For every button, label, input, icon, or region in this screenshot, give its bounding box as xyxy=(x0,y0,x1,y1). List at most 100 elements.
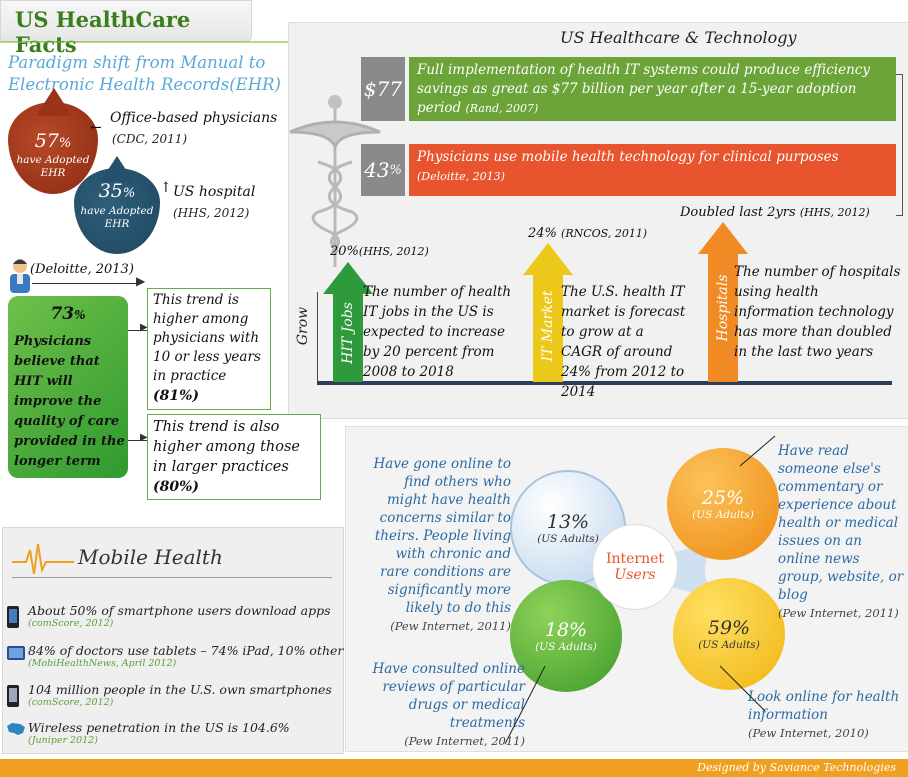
physicians-pct-sign: % xyxy=(58,136,72,151)
footer-bar: Designed by Saviance Technologies xyxy=(0,759,908,777)
mobile-item-source: (Juniper 2012) xyxy=(28,735,98,746)
note2-connector xyxy=(128,440,148,441)
mobile-item-text: 104 million people in the U.S. own smart… xyxy=(28,682,332,697)
note2-box: This trend is also higher among those in… xyxy=(147,414,321,500)
internet-text-25-body: Have read someone else's commentary or e… xyxy=(778,443,904,603)
hospitals-bar xyxy=(708,252,738,382)
phone-icon xyxy=(7,685,19,707)
hit-jobs-bar xyxy=(333,292,363,382)
footer-credit: Designed by Saviance Technologies xyxy=(697,761,896,774)
grow-axis xyxy=(317,292,318,382)
it-market-label: IT Market xyxy=(540,290,556,362)
internet-text-13-source: (Pew Internet, 2011) xyxy=(390,619,511,633)
doctor-icon xyxy=(10,259,30,293)
hospitals-pct-value: Doubled last 2yrs xyxy=(680,205,796,220)
mobile-item-source: (MobiHealthNews, April 2012) xyxy=(28,658,177,669)
hit-jobs-desc: The number of health IT jobs in the US i… xyxy=(363,284,512,380)
hospital-label: US hospital xyxy=(173,184,256,200)
hit-jobs-arrow-head xyxy=(323,262,373,294)
stat-body-mobile: Physicians use mobile health technology … xyxy=(409,144,896,196)
internet-text-18: Have consulted online reviews of particu… xyxy=(355,660,525,750)
circle-18: 18% (US Adults) xyxy=(510,580,622,692)
mobile-item-wireless: Wireless penetration in the US is 104.6%… xyxy=(7,720,290,746)
hospitals-arrow-head xyxy=(698,222,748,254)
stat-body-savings: Full implementation of health IT systems… xyxy=(409,57,896,121)
internet-text-59: Look online for health information (Pew … xyxy=(748,688,900,742)
hit-jobs-pct-value: 20% xyxy=(330,244,359,259)
mobile-item-text: 84% of doctors use tablets – 74% iPad, 1… xyxy=(28,643,344,658)
mobile-item-apps: About 50% of smartphone users download a… xyxy=(7,603,331,629)
internet-text-59-source: (Pew Internet, 2010) xyxy=(748,726,869,740)
circle-13-sub: (US Adults) xyxy=(537,533,599,545)
mobile-item-source: (comScore, 2012) xyxy=(28,697,114,708)
hospital-drop xyxy=(74,168,160,254)
stat-value-mobile: 43% xyxy=(361,144,405,196)
page-title: US HealthCare Facts xyxy=(15,7,191,57)
mobile-heading: Mobile Health xyxy=(78,545,223,569)
internet-text-13: Have gone online to find others who migh… xyxy=(363,455,511,635)
map-icon xyxy=(7,723,25,735)
it-market-source: (RNCOS, 2011) xyxy=(561,227,648,240)
physicians-sub: have Adopted EHR xyxy=(16,154,90,179)
up-arrow-icon: ↑ xyxy=(160,180,172,196)
circle-25-pct: 25% xyxy=(701,487,745,509)
mobile-health-panel xyxy=(2,527,344,754)
hospitals-label: Hospitals xyxy=(715,274,731,342)
hospitals-desc: The number of hospitals using health inf… xyxy=(734,264,901,360)
grow-label: Grow xyxy=(295,306,312,346)
hospitals-source: (HHS, 2012) xyxy=(799,206,870,219)
hospital-pct: 35% xyxy=(74,180,160,202)
physicians-drop-tip xyxy=(36,88,72,116)
deloitte-arrow-icon: ▶ xyxy=(136,274,146,288)
physicians-pct: 57% xyxy=(8,130,98,152)
stat-source-mobile: (Deloitte, 2013) xyxy=(417,170,505,183)
it-market-desc: The U.S. health IT market is forecast to… xyxy=(561,284,686,400)
circle-59-sub: (US Adults) xyxy=(698,639,760,651)
internet-text-59-body: Look online for health information xyxy=(748,689,900,723)
deloitte-source: (Deloitte, 2013) xyxy=(30,262,134,277)
it-market-pct-value: 24% xyxy=(528,226,557,241)
circle-25: 25% (US Adults) xyxy=(667,448,779,560)
note2-pct: (80%) xyxy=(153,479,200,495)
note1-connector xyxy=(128,330,148,331)
note1-text: This trend is higher among physicians wi… xyxy=(153,292,261,384)
hospital-pct-sign: % xyxy=(122,186,136,201)
hospital-sub: have Adopted EHR xyxy=(80,205,154,230)
heartbeat-icon xyxy=(12,543,74,575)
stat-value-mobile-sign: % xyxy=(389,162,402,178)
hit-belief-pct-sign: % xyxy=(74,308,86,322)
stat-source-savings: (Rand, 2007) xyxy=(465,102,539,115)
physicians-source: (CDC, 2011) xyxy=(112,132,188,146)
center-label-line1: Internet xyxy=(605,551,665,567)
circle-25-sub: (US Adults) xyxy=(692,509,754,521)
it-market-arrow-head xyxy=(523,243,573,275)
note1-arrow-icon: ▶ xyxy=(140,322,148,333)
phone-icon xyxy=(7,606,19,628)
hospital-drop-tip xyxy=(100,156,134,182)
it-market-bar xyxy=(533,273,563,382)
internet-users-center: Internet Users xyxy=(592,524,678,610)
mobile-item-text: Wireless penetration in the US is 104.6% xyxy=(28,720,290,735)
stat-row-mobile: 43% Physicians use mobile health technol… xyxy=(361,144,896,196)
internet-text-18-source: (Pew Internet, 2011) xyxy=(404,734,525,748)
physicians-label: Office-based physicians xyxy=(110,110,278,126)
mobile-item-text: About 50% of smartphone users download a… xyxy=(28,603,331,618)
note1-box: This trend is higher among physicians wi… xyxy=(147,288,271,410)
internet-text-25-source: (Pew Internet, 2011) xyxy=(778,606,899,620)
pointer-lines xyxy=(504,435,776,745)
physicians-drop xyxy=(8,102,98,194)
circle-18-pct: 18% xyxy=(544,619,588,641)
hit-belief-pct: 73% xyxy=(8,304,128,324)
hit-belief-text: Physicians believe that HIT will improve… xyxy=(14,334,125,469)
title-banner: US HealthCare Facts xyxy=(0,0,252,57)
physicians-pct-value: 57 xyxy=(34,130,59,152)
ehr-heading: Paradigm shift from Manual to Electronic… xyxy=(8,53,281,94)
hit-belief-pct-value: 73 xyxy=(50,304,75,324)
circle-13-pct: 13% xyxy=(546,511,590,533)
baseline-axis xyxy=(317,381,892,385)
tablet-icon xyxy=(7,646,25,660)
hit-jobs-source: (HHS, 2012) xyxy=(358,245,429,258)
caduceus-icon xyxy=(289,95,381,267)
mobile-heading-line xyxy=(12,577,332,578)
stat-row-savings: $77 Full implementation of health IT sys… xyxy=(361,57,896,121)
